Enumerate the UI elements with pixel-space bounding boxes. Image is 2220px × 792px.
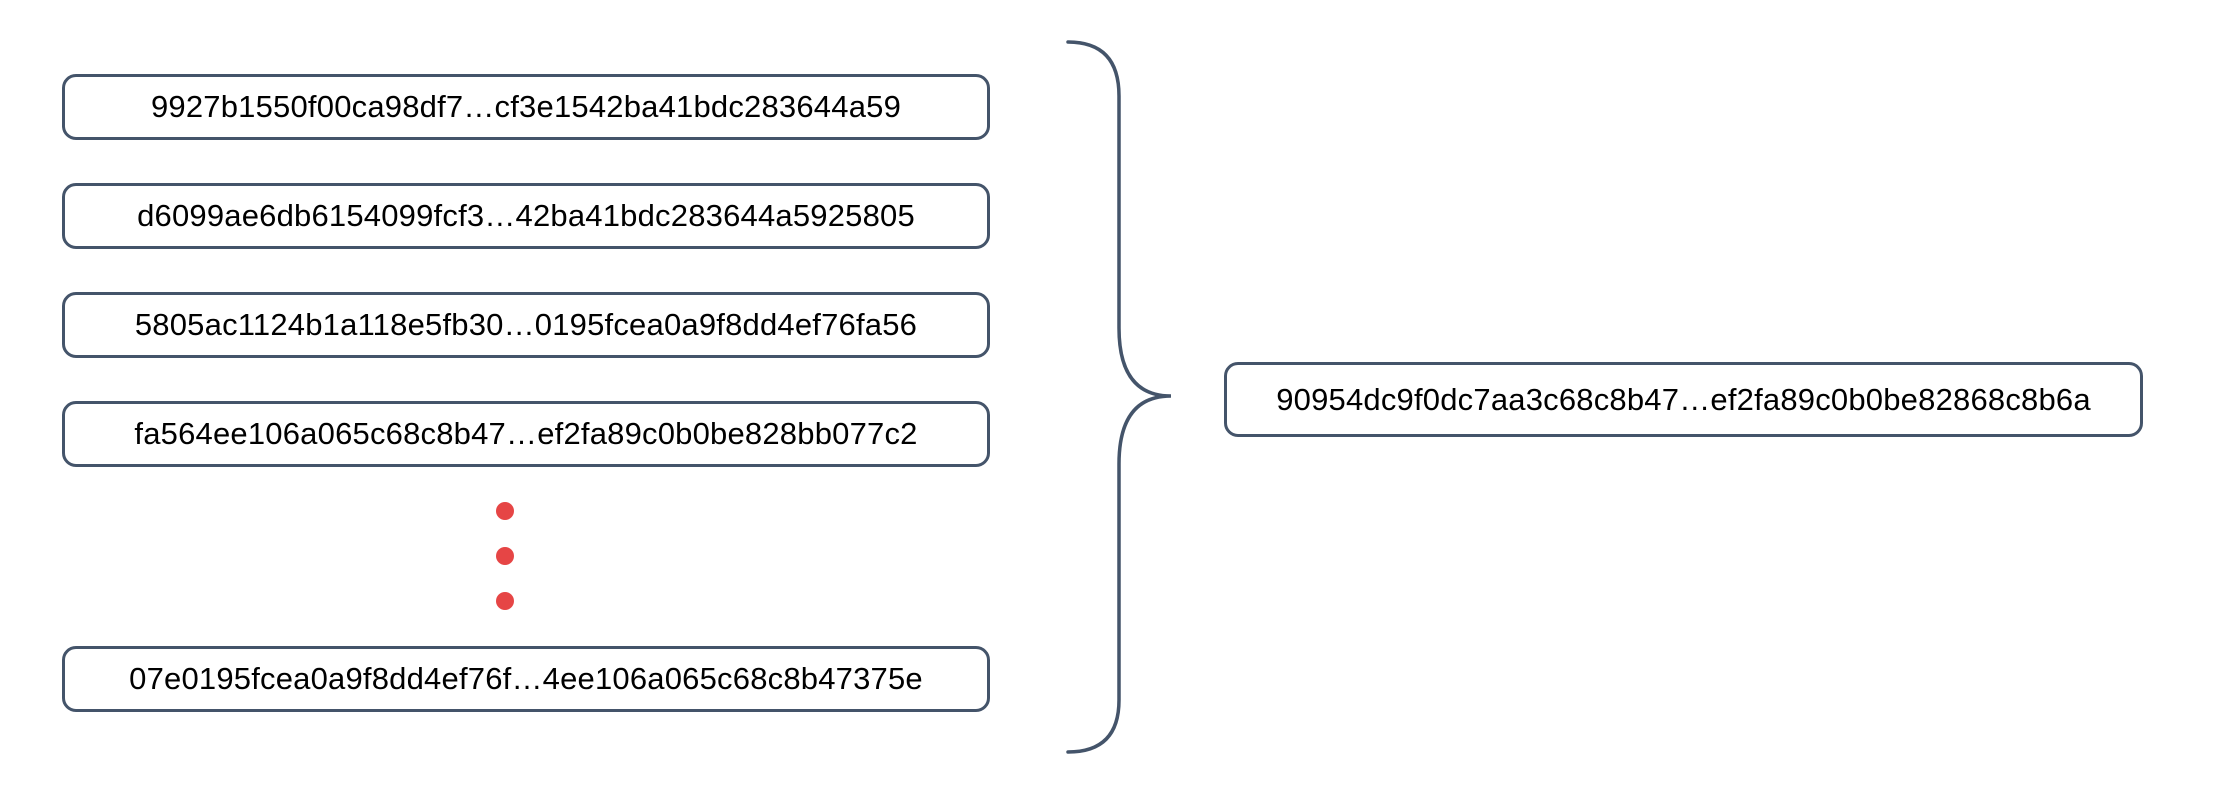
hash-block-text: 5805ac1124b1a118e5fb30…0195fcea0a9f8dd4e… <box>134 307 918 342</box>
ellipsis-dot <box>496 592 514 610</box>
ellipsis-dot <box>496 547 514 565</box>
hash-block-input-1: 9927b1550f00ca98df7…cf3e1542ba41bdc28364… <box>62 74 990 140</box>
vertical-ellipsis <box>496 502 514 610</box>
hash-block-input-5: 07e0195fcea0a9f8dd4ef76f…4ee106a065c68c8… <box>62 646 990 712</box>
hash-block-input-4: fa564ee106a065c68c8b47…ef2fa89c0b0be828b… <box>62 401 990 467</box>
hash-block-input-2: d6099ae6db6154099fcf3…42ba41bdc283644a59… <box>62 183 990 249</box>
hash-block-output: 90954dc9f0dc7aa3c68c8b47…ef2fa89c0b0be82… <box>1224 362 2143 437</box>
hash-block-input-3: 5805ac1124b1a118e5fb30…0195fcea0a9f8dd4e… <box>62 292 990 358</box>
hash-block-text: 90954dc9f0dc7aa3c68c8b47…ef2fa89c0b0be82… <box>1276 381 2091 417</box>
hash-block-text: 9927b1550f00ca98df7…cf3e1542ba41bdc28364… <box>150 89 902 124</box>
hash-block-text: fa564ee106a065c68c8b47…ef2fa89c0b0be828b… <box>134 416 918 451</box>
ellipsis-dot <box>496 502 514 520</box>
hash-block-text: d6099ae6db6154099fcf3…42ba41bdc283644a59… <box>137 198 915 233</box>
hash-block-text: 07e0195fcea0a9f8dd4ef76f…4ee106a065c68c8… <box>129 661 923 696</box>
